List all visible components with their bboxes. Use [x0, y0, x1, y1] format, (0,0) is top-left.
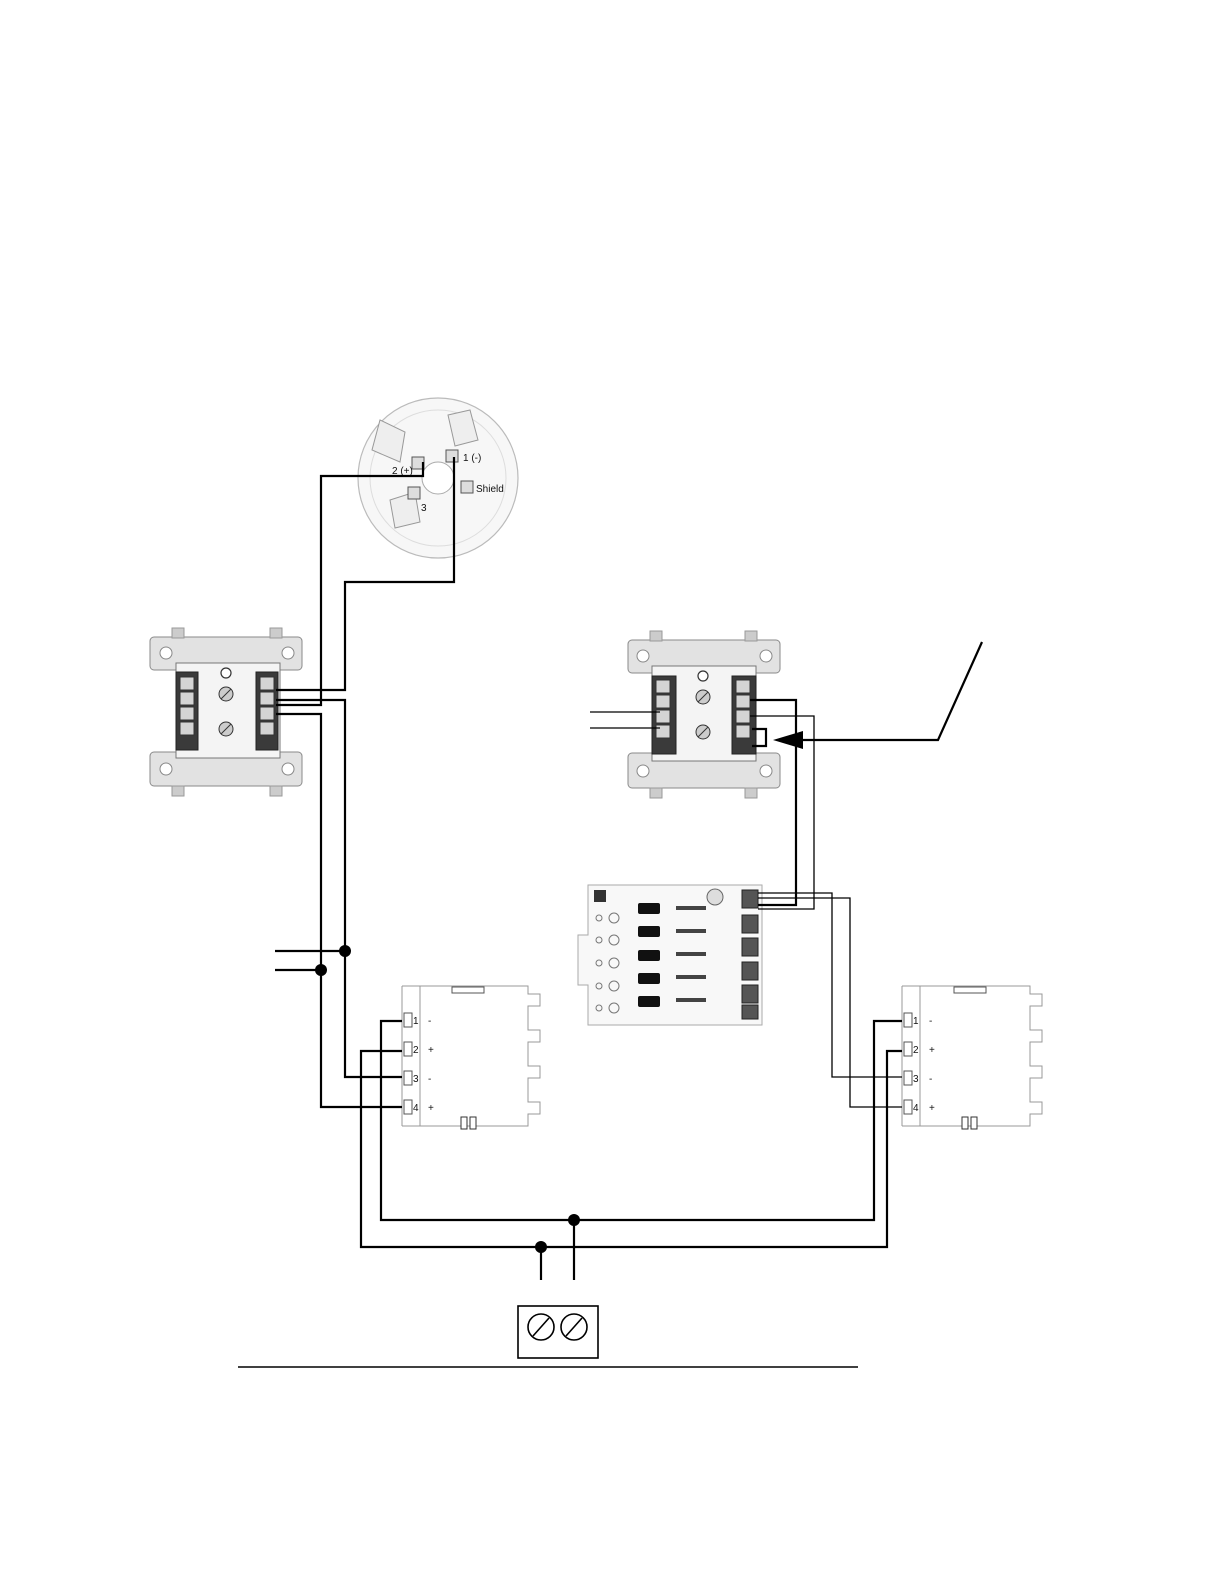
right-ps-pin-2-sign: + [929, 1045, 935, 1056]
terminal-1-label: 1 (-) [463, 453, 481, 464]
left-ps-pin-2-num: 2 [413, 1045, 419, 1056]
terminal-3-label: 3 [421, 503, 427, 514]
right-ps-pin-1-num: 1 [913, 1016, 919, 1027]
right-ps-pin-1-sign: - [929, 1016, 932, 1027]
terminal-block [518, 1306, 598, 1358]
left-ps-pin-1-sign: - [428, 1016, 431, 1027]
left-ps-pin-2-sign: + [428, 1045, 434, 1056]
junction-dot [339, 945, 351, 957]
right-ps-pin-4-sign: + [929, 1103, 935, 1114]
left-ps-pin-1-num: 1 [413, 1016, 419, 1027]
wiring [275, 457, 982, 1280]
control-module-right [628, 631, 780, 798]
power-supply-right: 1 - 2 + 3 - 4 + [902, 986, 1042, 1129]
left-ps-pin-4-num: 4 [413, 1103, 419, 1114]
left-ps-pin-4-sign: + [428, 1103, 434, 1114]
power-supply-left: 1 - 2 + 3 - 4 + [402, 986, 540, 1129]
detector-base: 2 (+) 1 (-) Shield 3 [358, 398, 518, 558]
junction-dot [568, 1214, 580, 1226]
right-ps-pin-4-num: 4 [913, 1103, 919, 1114]
left-ps-pin-3-sign: - [428, 1074, 431, 1085]
left-ps-pin-3-num: 3 [413, 1074, 419, 1085]
junction-dot [535, 1241, 547, 1253]
terminal-3-contact [408, 487, 420, 499]
relay-board [578, 885, 762, 1025]
right-ps-pin-3-sign: - [929, 1074, 932, 1085]
right-ps-pin-3-num: 3 [913, 1074, 919, 1085]
terminal-1-contact [446, 450, 458, 462]
right-ps-pin-2-num: 2 [913, 1045, 919, 1056]
shield-contact [461, 481, 473, 493]
junction-dot [315, 964, 327, 976]
shield-label: Shield [476, 484, 504, 495]
monitor-module-left [150, 628, 302, 796]
